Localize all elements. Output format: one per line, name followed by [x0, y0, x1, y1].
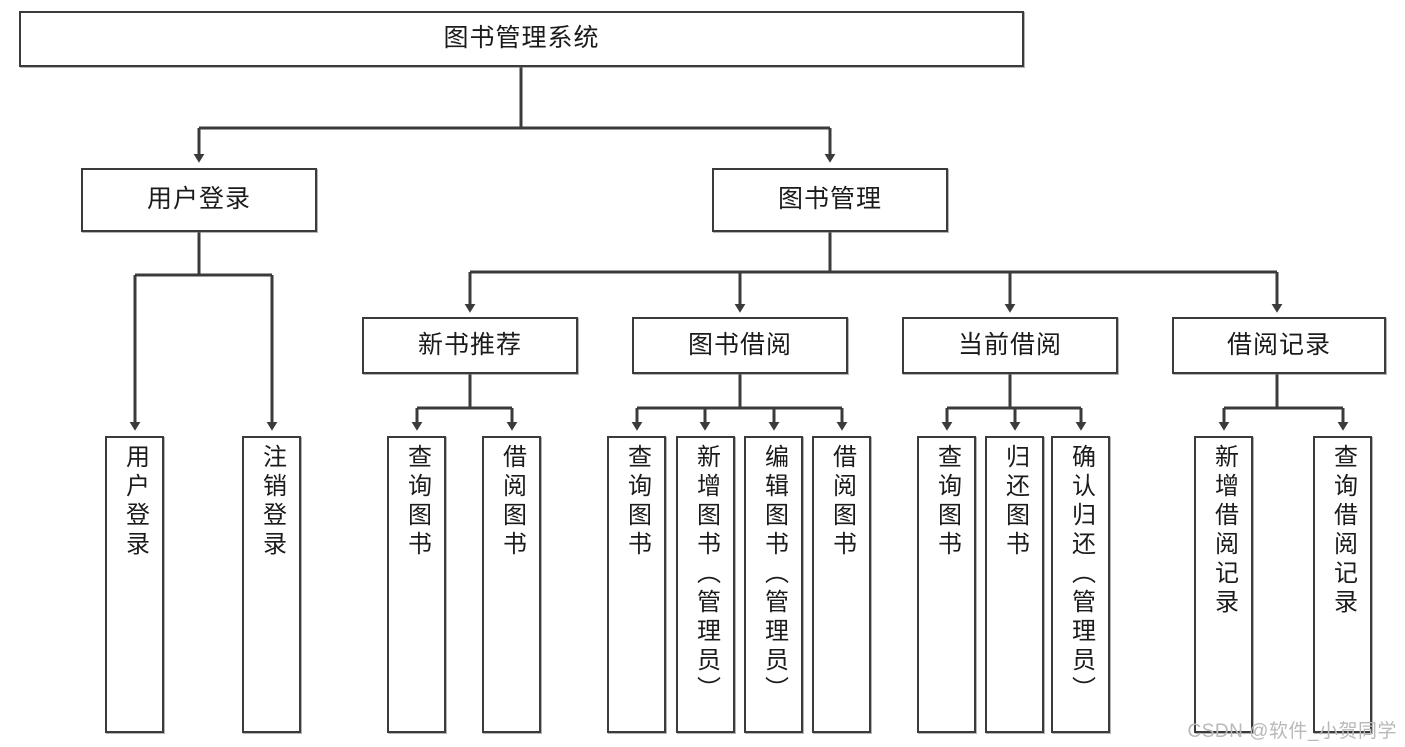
leaf-edit-book-admin[interactable]: 编辑图书（管理员） — [744, 436, 803, 733]
leaf-borrow-books-recommend[interactable]: 借阅图书 — [482, 436, 541, 733]
leaf-logout[interactable]: 注销登录 — [242, 436, 301, 733]
leaf-add-borrow-record-label: 新增借阅记录 — [1210, 444, 1238, 618]
leaf-add-book-admin-label: 新增图书（管理员） — [692, 444, 720, 705]
node-root[interactable]: 图书管理系统 — [19, 11, 1024, 67]
leaf-add-book-admin[interactable]: 新增图书（管理员） — [676, 436, 735, 733]
leaf-borrow-books-recommend-label: 借阅图书 — [498, 444, 526, 560]
leaf-borrow-books[interactable]: 借阅图书 — [812, 436, 871, 733]
leaf-query-books-recommend[interactable]: 查询图书 — [387, 436, 446, 733]
node-book-management[interactable]: 图书管理 — [712, 168, 948, 232]
node-book-borrow-label: 图书借阅 — [687, 330, 792, 359]
leaf-query-books-borrow-label: 查询图书 — [623, 444, 651, 560]
node-book-management-label: 图书管理 — [777, 185, 882, 214]
leaf-add-borrow-record[interactable]: 新增借阅记录 — [1194, 436, 1253, 733]
leaf-return-books[interactable]: 归还图书 — [985, 436, 1044, 733]
node-borrow-record-label: 借阅记录 — [1226, 330, 1331, 359]
node-current-borrow-label: 当前借阅 — [957, 330, 1062, 359]
leaf-user-login[interactable]: 用户登录 — [105, 436, 164, 733]
node-book-borrow[interactable]: 图书借阅 — [632, 317, 848, 374]
leaf-query-borrow-record[interactable]: 查询借阅记录 — [1313, 436, 1372, 733]
node-current-borrow[interactable]: 当前借阅 — [902, 317, 1118, 374]
leaf-query-books-borrow[interactable]: 查询图书 — [607, 436, 666, 733]
leaf-edit-book-admin-label: 编辑图书（管理员） — [760, 444, 788, 705]
leaf-return-books-label: 归还图书 — [1001, 444, 1029, 560]
leaf-query-books-current[interactable]: 查询图书 — [917, 436, 976, 733]
node-user-login[interactable]: 用户登录 — [81, 168, 317, 232]
leaf-confirm-return-admin[interactable]: 确认归还（管理员） — [1051, 436, 1110, 733]
leaf-borrow-books-label: 借阅图书 — [828, 444, 856, 560]
watermark: CSDN @软件_小贺同学 — [1187, 721, 1397, 742]
node-root-label: 图书管理系统 — [443, 24, 600, 53]
leaf-confirm-return-admin-label: 确认归还（管理员） — [1067, 444, 1095, 705]
leaf-query-books-recommend-label: 查询图书 — [403, 444, 431, 560]
leaf-query-borrow-record-label: 查询借阅记录 — [1329, 444, 1357, 618]
leaf-query-books-current-label: 查询图书 — [933, 444, 961, 560]
node-borrow-record[interactable]: 借阅记录 — [1172, 317, 1386, 374]
node-new-book-recommend[interactable]: 新书推荐 — [362, 317, 578, 374]
leaf-user-login-label: 用户登录 — [121, 444, 149, 560]
node-new-book-recommend-label: 新书推荐 — [417, 330, 522, 359]
leaf-logout-label: 注销登录 — [258, 444, 286, 560]
node-user-login-label: 用户登录 — [146, 185, 251, 214]
